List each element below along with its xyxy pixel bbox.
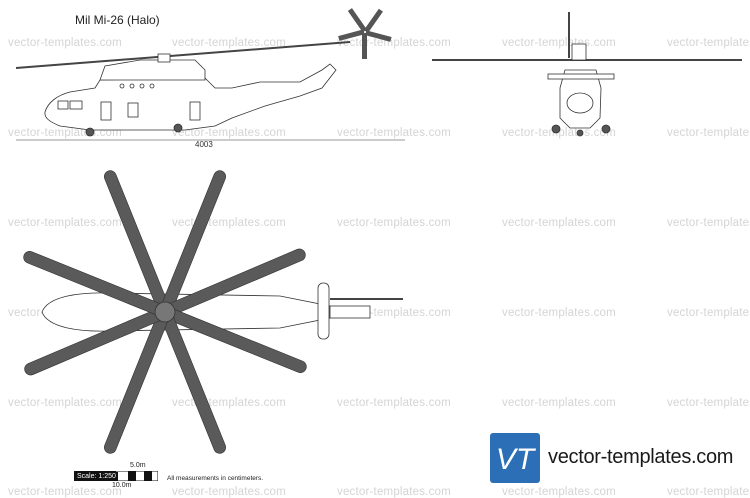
page-title: Mil Mi-26 (Halo) [75, 13, 160, 27]
top-tail-boom [329, 305, 371, 319]
dimension-label: 4003 [195, 140, 213, 149]
side-door [189, 101, 201, 121]
logo-text: vector-templates.com [548, 446, 734, 468]
side-door [100, 101, 112, 121]
side-window [119, 83, 125, 89]
side-wheel [85, 127, 95, 137]
scale-bottom-label: 10.0m [112, 482, 132, 489]
front-view [432, 12, 742, 137]
logo-mark: VT [496, 443, 537, 476]
side-engine-housing [99, 59, 206, 81]
scale-top-label: 5.0m [130, 462, 146, 469]
side-door [127, 102, 139, 118]
top-tail-fin [317, 282, 330, 340]
front-rotor-hub [571, 43, 587, 61]
side-rotor-blade [15, 41, 351, 69]
top-rotor-hub [154, 301, 176, 323]
logo-icon: VT [490, 433, 540, 483]
front-wheel [601, 124, 611, 134]
measurements-note: All measurements in centimeters. [167, 475, 264, 482]
top-view [23, 170, 403, 454]
scale-label: Scale: 1:250 [75, 472, 118, 481]
side-wheel [173, 123, 183, 133]
side-window [129, 83, 135, 89]
front-wheel [551, 124, 561, 134]
front-wheel [576, 129, 584, 137]
side-window [149, 83, 155, 89]
side-cockpit-window [57, 100, 69, 110]
side-cockpit-window [69, 100, 83, 110]
side-fuselage [44, 63, 337, 131]
front-stub-wing [547, 73, 615, 80]
side-tail-rotor [338, 8, 392, 59]
logo-mark-text: VT [496, 443, 537, 476]
side-window [139, 83, 145, 89]
top-main-rotor [23, 170, 307, 454]
side-rotor-mast [157, 53, 171, 63]
front-cockpit [566, 92, 594, 114]
side-view [15, 8, 405, 141]
